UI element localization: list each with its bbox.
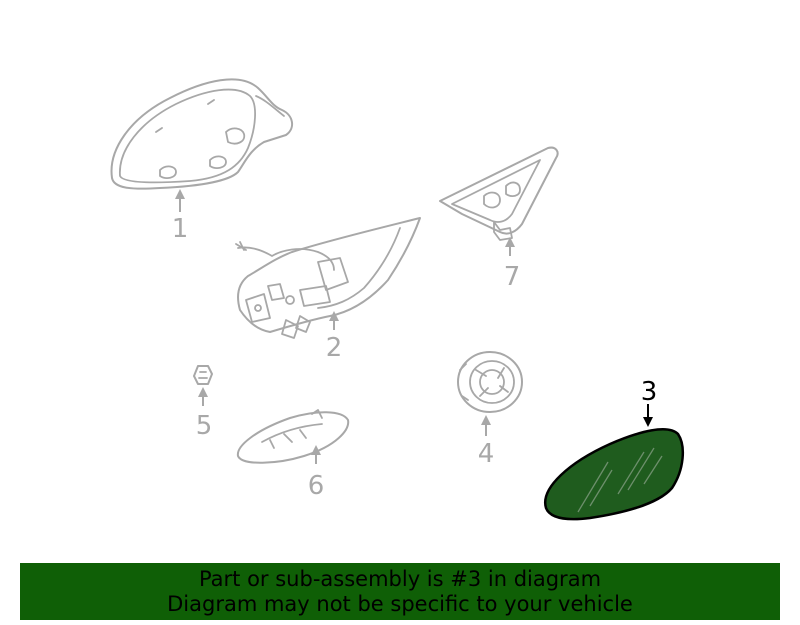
callout-number-2: 2 xyxy=(326,333,343,363)
part-7-inner-cover[interactable] xyxy=(439,146,559,241)
callout-number-6: 6 xyxy=(308,471,325,501)
callout-number-5: 5 xyxy=(196,411,213,441)
banner-line-1: Part or sub-assembly is #3 in diagram xyxy=(198,566,602,591)
part-6-signal-lamp[interactable] xyxy=(236,409,350,464)
callout-3: 3 xyxy=(641,377,658,427)
callout-7: 7 xyxy=(504,237,521,292)
part-5-clip[interactable] xyxy=(193,365,213,385)
callout-number-4: 4 xyxy=(478,439,495,469)
part-2-mirror-base[interactable] xyxy=(235,217,421,339)
banner-line-2: Diagram may not be specific to your vehi… xyxy=(167,591,633,616)
part-3-mirror-glass[interactable] xyxy=(543,428,685,521)
parts-diagram: 1 2 7 5 xyxy=(110,78,685,521)
info-banner: Part or sub-assembly is #3 in diagram Di… xyxy=(20,563,780,620)
callout-6: 6 xyxy=(308,445,325,501)
callout-4: 4 xyxy=(478,415,495,469)
callout-5: 5 xyxy=(196,387,213,441)
part-4-actuator-motor[interactable] xyxy=(457,351,523,413)
callout-number-1: 1 xyxy=(172,214,189,244)
callout-number-7: 7 xyxy=(504,262,521,292)
callout-2: 2 xyxy=(326,311,343,363)
part-1-mirror-housing[interactable] xyxy=(110,78,294,190)
callout-number-3: 3 xyxy=(641,377,658,407)
callout-1: 1 xyxy=(172,189,189,244)
